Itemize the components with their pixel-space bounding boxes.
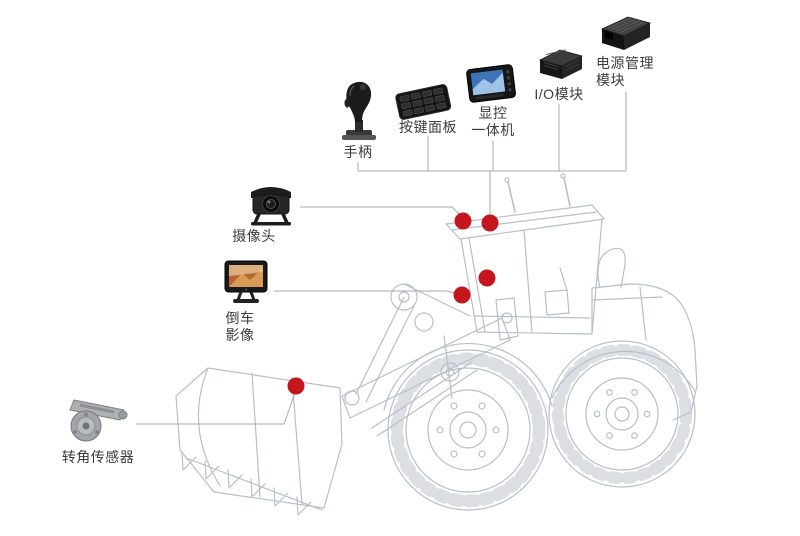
connector-camera [300, 206, 464, 219]
io-module-icon [532, 45, 588, 88]
mount-point-chassis [453, 286, 471, 304]
io-module-label: I/O模块 [534, 86, 584, 102]
joystick-label: 手柄 [343, 144, 373, 160]
power-module-icon [596, 10, 656, 59]
connector-rear-view [274, 290, 462, 296]
connector-lines [136, 92, 627, 425]
rear-view-monitor-label: 倒车 影像 [225, 310, 255, 343]
camera-icon [244, 180, 298, 231]
joystick-icon [336, 78, 380, 147]
keypad-label: 按键面板 [399, 119, 457, 135]
connector-angle-sensor [136, 389, 297, 425]
mount-point-cab-front [478, 269, 496, 287]
mount-point-boom [287, 377, 305, 395]
angle-sensor-label: 转角传感器 [61, 449, 135, 465]
keypad-icon [392, 82, 454, 125]
power-module-label: 电源管理 模块 [596, 55, 654, 88]
display-unit-icon [464, 62, 518, 109]
mount-point-cab-roof-right [481, 214, 499, 232]
rear-view-monitor-icon [220, 258, 272, 313]
wheel-loader-sketch [175, 173, 698, 516]
angle-sensor-icon [60, 394, 134, 451]
mount-point-dots [287, 212, 499, 395]
mount-point-cab-roof-left [454, 212, 472, 230]
display-unit-label: 显控 一体机 [471, 105, 515, 138]
camera-label: 摄像头 [232, 228, 276, 244]
